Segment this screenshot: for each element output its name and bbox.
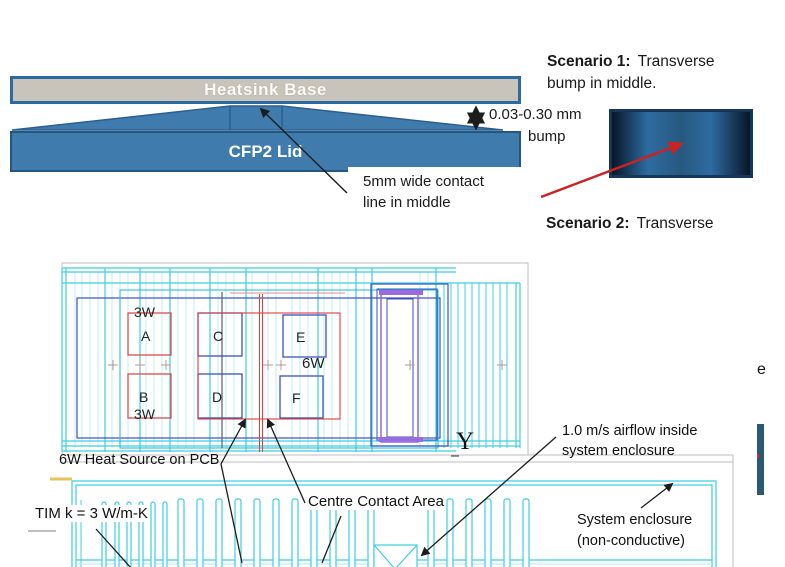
bar-red-dot — [757, 454, 759, 458]
enclosure-side-bar — [757, 424, 764, 495]
scenario1-thermal-image — [609, 109, 753, 178]
system-enclosure-arrow — [640, 482, 674, 509]
bump-dimension-line1: 0.03-0.30 mm — [489, 106, 582, 123]
chip-e-label: E — [296, 329, 306, 345]
stray-letter: e — [757, 361, 766, 378]
cfp2-lid-label: CFP2 Lid — [228, 141, 303, 161]
pcb-grid-strong — [61, 267, 521, 452]
chip-a-label: A — [141, 328, 151, 344]
pcb-grid-light — [74, 272, 429, 448]
scenario1-text: Scenario 1: Transverse bump in middle. — [547, 51, 715, 94]
centre-contact-tail — [321, 515, 342, 564]
chip-d-label: D — [212, 389, 223, 405]
power-label-top: 3W — [134, 304, 155, 320]
power-total-label: 6W — [302, 355, 325, 372]
chip-b-label: B — [139, 389, 149, 405]
scenario2-text: Scenario 2: Transverse — [546, 213, 714, 235]
bump-dimension-line2: bump — [528, 128, 566, 145]
contact-note: 5mm wide contact line in middle — [348, 167, 522, 217]
power-label-bottom: 3W — [134, 406, 155, 422]
contact-note-line1: 5mm wide contact — [363, 173, 484, 190]
heat-source-arrow — [220, 418, 246, 564]
chip-c-label: C — [213, 328, 224, 344]
airflow-line1: 1.0 m/s airflow inside — [562, 423, 698, 439]
scenario1-line2: bump in middle. — [547, 74, 657, 92]
scenario1-rest: Transverse — [637, 53, 715, 70]
centre-contact-label: Centre Contact Area — [306, 493, 446, 510]
bump-dimension: 0.03-0.30 mm bump — [489, 104, 582, 148]
tim-label: TIM k = 3 W/m-K — [33, 505, 150, 522]
contact-note-line2: line in middle — [363, 194, 451, 211]
contact-xbox — [373, 544, 418, 567]
y-axis-label: Y — [456, 428, 475, 455]
scenario2-title: Scenario 2: — [546, 215, 630, 232]
bump-shape — [11, 105, 504, 131]
fin-array-top — [443, 283, 508, 448]
centre-contact-arrow — [266, 418, 306, 504]
airflow-line2: system enclosure — [562, 443, 675, 459]
heat-source-label: 6W Heat Source on PCB — [59, 452, 220, 468]
scenario1-title: Scenario 1: — [547, 53, 631, 70]
heatsink-base-block: Heatsink Base — [10, 76, 521, 104]
connector-structure — [370, 283, 449, 447]
cfp2-lid-block: CFP2 Lid — [10, 131, 521, 172]
chip-f-label: F — [292, 390, 301, 406]
airflow-label: 1.0 m/s airflow inside system enclosure — [562, 421, 697, 461]
system-enclosure-line1: System enclosure — [577, 512, 693, 528]
system-enclosure-label: System enclosure (non-conductive) — [577, 510, 692, 552]
heatsink-base-label: Heatsink Base — [204, 80, 327, 99]
component-outlines — [76, 289, 441, 452]
tim-leader-line — [95, 528, 131, 567]
scenario2-rest: Transverse — [636, 215, 714, 232]
system-enclosure-line2: (non-conductive) — [577, 533, 685, 549]
